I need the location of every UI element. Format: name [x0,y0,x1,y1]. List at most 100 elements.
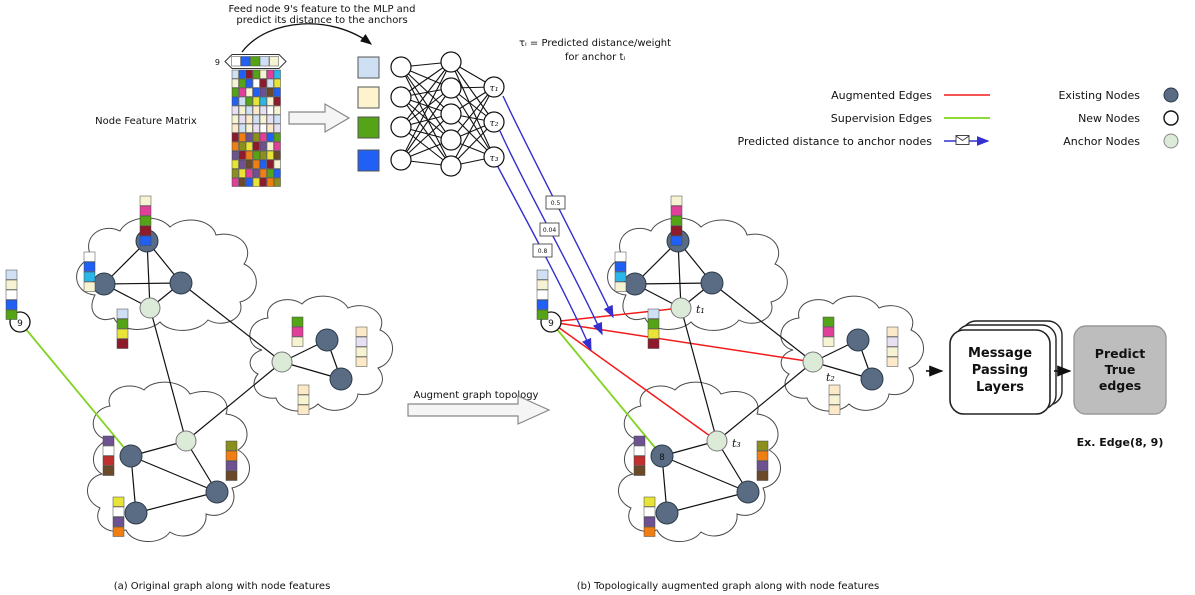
feature-bar-cell [139,205,152,216]
matrix-cell [259,114,267,124]
mlp-input-1 [357,56,380,79]
tau-note-line2: for anchor tᵢ [565,52,626,63]
tau-note: τᵢ = Predicted distance/weight for ancho… [519,38,671,63]
matrix-cell [231,105,239,115]
anchor-t1-label: t₁ [696,303,705,316]
mlp-input-2 [357,86,380,109]
matrix-cell [273,96,281,106]
matrix-cell [231,132,239,142]
feature-bar-cell [633,445,646,456]
matrix-cell [245,69,253,79]
matrix-cell [245,114,253,124]
matrix-cell [252,78,260,88]
augment-arrow-label: Augment graph topology [414,390,539,401]
feature-bar-cell [643,496,656,507]
matrix-cell [252,168,260,178]
matrix-cell [231,150,239,160]
augmented-edge-9-t2 [550,321,814,363]
matrix-cell [266,150,274,160]
matrix-cell [273,168,281,178]
feature-bar-cell [828,404,841,415]
feature-bar-cell [614,281,627,292]
node-9-label: 9 [17,319,23,329]
node-9-label: 9 [548,319,554,329]
anchor-t3-label: t₃ [732,437,741,450]
envelope-value: 0.8 [538,248,548,255]
matrix-cell [266,159,274,169]
matrix-cell [245,78,253,88]
mlp-link [400,61,452,128]
matrix-cell [245,105,253,115]
mlp-link [450,86,495,141]
feature-bar-cell [536,269,549,280]
matrix-cell [266,78,274,88]
feature-bars-a [5,195,368,537]
feature-bar-cell [116,328,129,339]
mlp-input-3 [357,116,380,139]
matrix-cell [273,159,281,169]
tau-note-line1: τᵢ = Predicted distance/weight [519,38,671,49]
feature-bar-cell [536,309,549,320]
feature-bar-cell [822,316,835,327]
matrix-cell [273,132,281,142]
legend-anchor-swatch [1163,133,1179,149]
feature-bar-cell [756,470,769,481]
matrix-cell [252,114,260,124]
message-box [949,329,1051,415]
feature-bar-cell [116,318,129,329]
feature-bar-cell [83,261,96,272]
feature-bar-cell [5,289,18,300]
feature-bar-cell [5,279,18,290]
matrix-cell [273,114,281,124]
mlp-link [400,87,452,161]
legend-supervision-label: Supervision Edges [831,112,932,125]
node-8-label: 8 [659,453,665,463]
predict-box-line2: True [1105,362,1136,377]
legend-augmented-label: Augmented Edges [831,89,932,102]
matrix-cell [266,105,274,115]
matrix-cell [238,105,246,115]
matrix-cell [259,96,267,106]
graph-b: 9 8 t₁ t₂ t₃ [536,195,925,543]
feature-bar-cell [102,435,115,446]
matrix-cell [266,69,274,79]
feature-bar-cell [647,338,660,349]
mlp-link [400,66,452,115]
matrix-cell [238,114,246,124]
feature-bar-cell [83,271,96,282]
feature-bar-cell [643,526,656,537]
matrix-cell [259,69,267,79]
feed-note-line2: predict its distance to the anchors [236,15,407,26]
matrix-cell [238,159,246,169]
mlp-input-4 [357,149,380,172]
feature-bar-cell [633,465,646,476]
feature-bar-cell [670,205,683,216]
matrix-cell [252,177,260,187]
feature-bar-cell [291,316,304,327]
mlp-neuron [440,77,462,99]
matrix-cell [273,105,281,115]
legend: Augmented Edges Supervision Edges Predic… [738,87,1179,149]
matrix-cell [245,123,253,133]
predict-box [1073,325,1167,415]
mlp-link [400,96,452,167]
mlp-neuron [483,76,505,98]
matrix-cell [231,114,239,124]
feature-bar-cell [886,356,899,367]
matrix-cell [238,96,246,106]
matrix-cell [231,123,239,133]
mlp-neuron [440,51,462,73]
mlp-neuron [483,146,505,168]
curved-arrow [241,23,373,53]
mlp-link [400,66,452,141]
feature-bar-cell [297,404,310,415]
row9-cells [231,56,279,67]
matrix-cell [231,141,239,151]
matrix-cell [259,132,267,142]
matrix-cell [266,96,274,106]
message-box-line3: Layers [976,380,1024,395]
matrix-cell [252,132,260,142]
matrix-cell [259,168,267,178]
matrix-cell [266,141,274,151]
mlp-output-tau2: τ₂ [489,118,498,129]
